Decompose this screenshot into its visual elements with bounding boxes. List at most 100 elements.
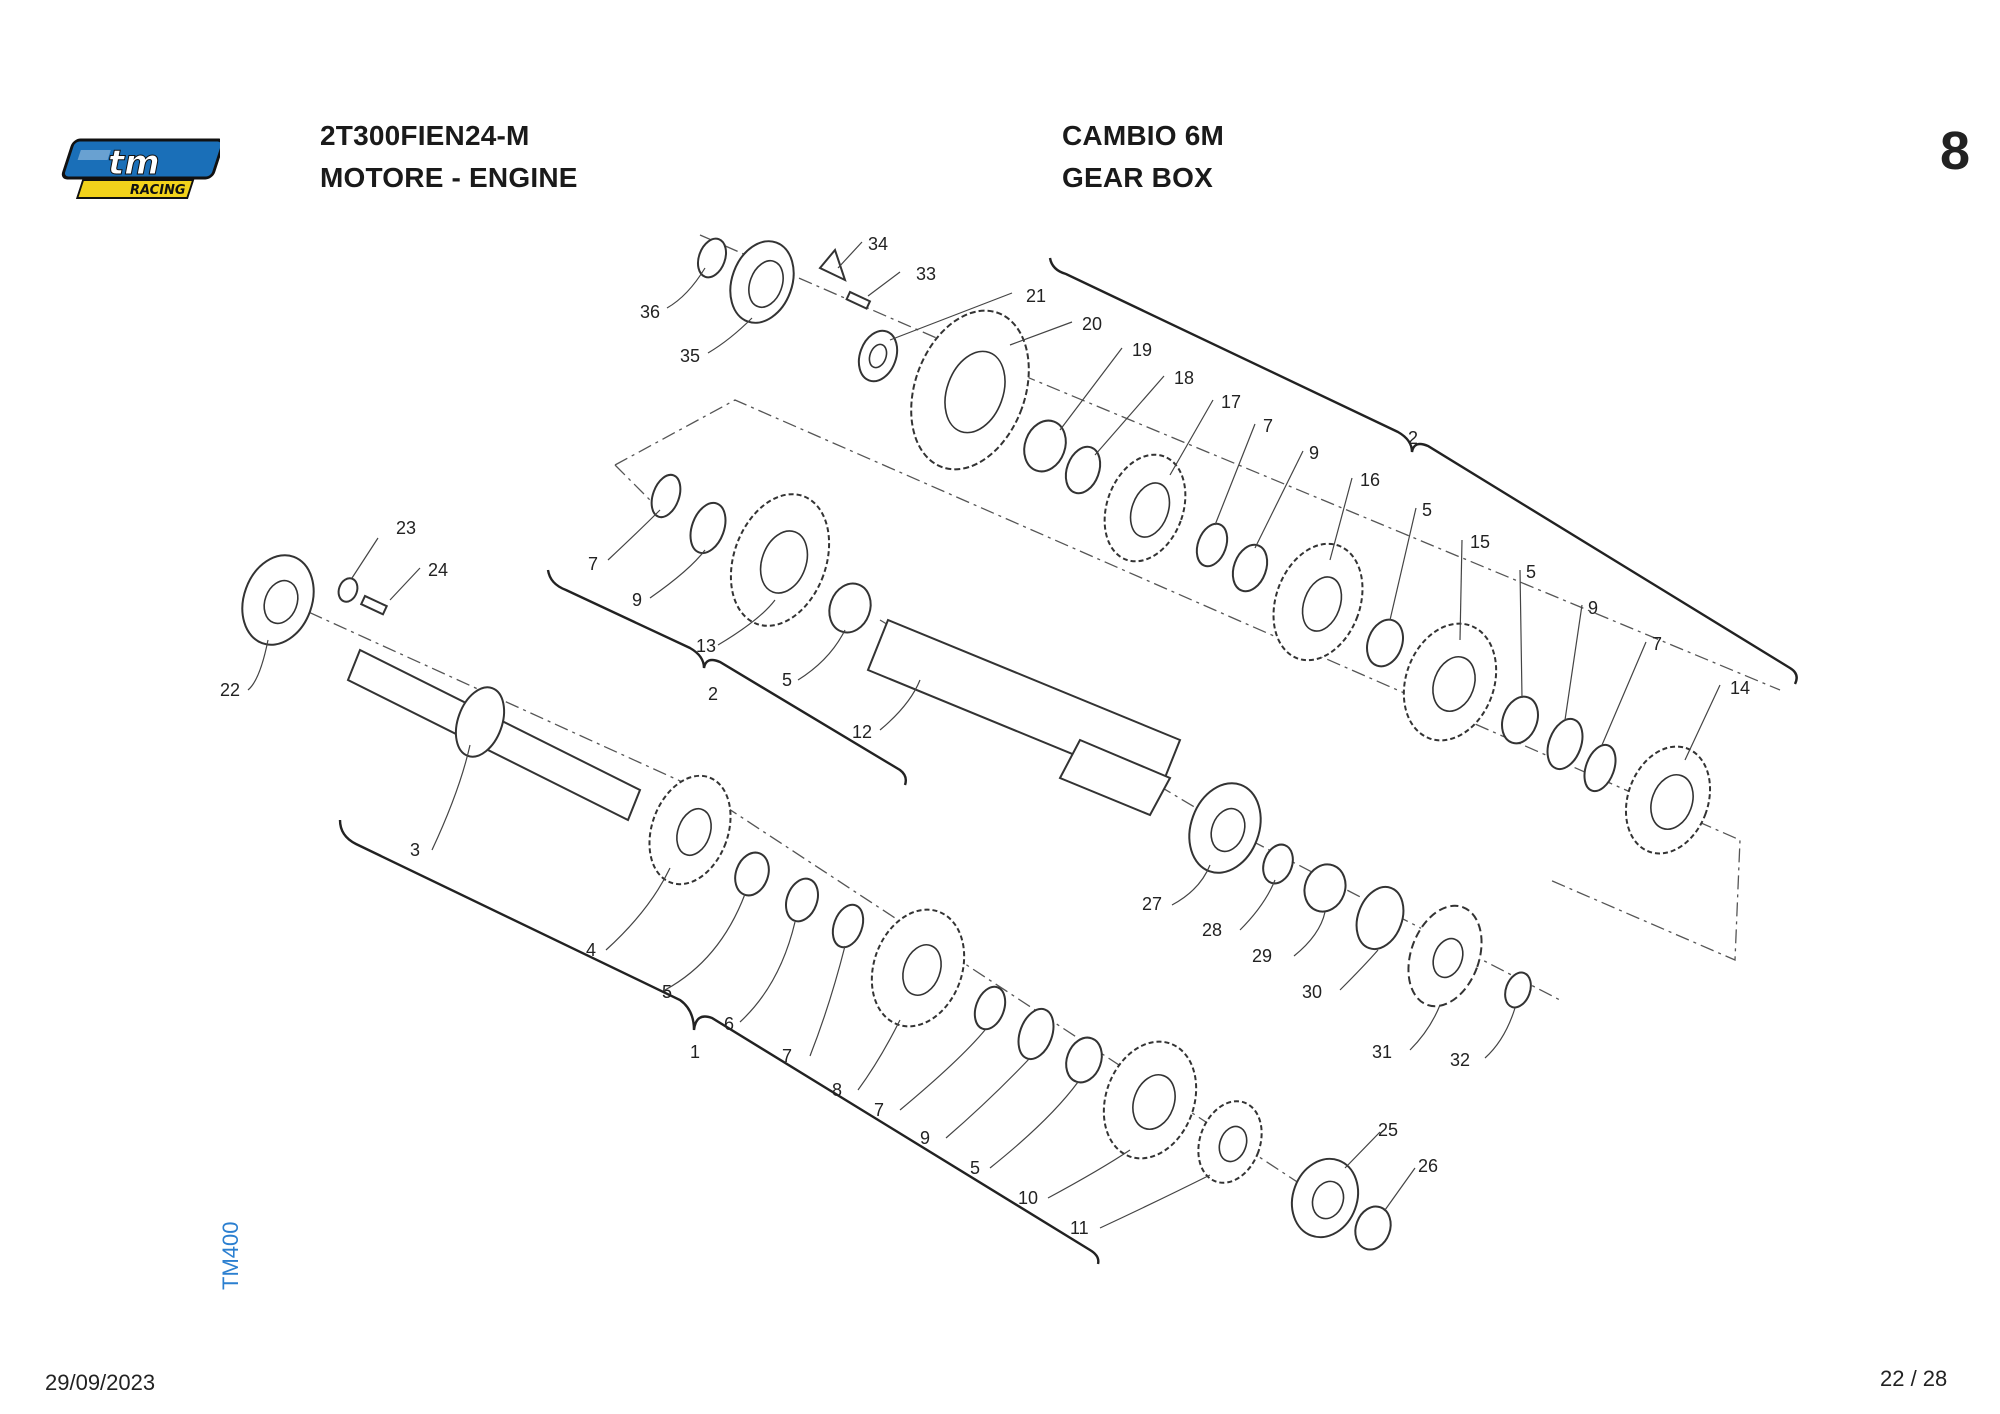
ring-9-main [1017,1007,1055,1061]
circlip-7-main-a [831,903,865,949]
callout-5-a: 5 [1422,500,1432,520]
gear-15 [1402,622,1498,742]
washer-23 [337,577,359,603]
callout-16: 16 [1360,470,1380,490]
callout-8: 8 [832,1080,842,1100]
callout-19: 19 [1132,340,1152,360]
assembly-boundary-tick [614,464,651,501]
callout-3: 3 [410,840,420,860]
brace-group-1 [338,819,1100,1265]
gear-4 [648,774,732,886]
screw-24 [359,594,389,616]
callout-12: 12 [852,722,872,742]
callout-5-c: 5 [782,670,792,690]
section-title-en: GEAR BOX [1062,162,1213,193]
callout-32: 32 [1450,1050,1470,1070]
table-number: 8 [1940,121,1971,181]
callout-7-b: 7 [1652,634,1662,654]
callout-9-c: 9 [632,590,642,610]
footer-page-count: 22 / 28 [1880,1366,1948,1391]
callout-17: 17 [1221,392,1241,412]
callout-1: 1 [690,1042,700,1062]
circlip-36 [696,237,728,279]
callout-23: 23 [396,518,416,538]
gear-8 [870,908,966,1028]
ring-9-upper [1231,543,1269,593]
gear-11 [1197,1100,1263,1184]
callout-9-a: 9 [1309,443,1319,463]
screw-33 [845,290,872,310]
callout-2-lower: 2 [708,684,718,704]
callout-21: 21 [1026,286,1046,306]
callout-20: 20 [1082,314,1102,334]
callout-22: 22 [220,680,240,700]
needle-cage-5-e [1065,1036,1103,1084]
seal-30 [1355,886,1405,950]
circlip-32 [1504,971,1532,1009]
callout-30: 30 [1302,982,1322,1002]
bearing-35 [729,240,795,324]
ring-9-left [689,501,727,555]
washer-21 [857,329,899,383]
callout-25: 25 [1378,1120,1398,1140]
gear-17 [1103,453,1187,563]
callout-27: 27 [1142,894,1162,914]
brace-group-2-lower [546,569,908,786]
callout-15: 15 [1470,532,1490,552]
bearing-27 [1188,782,1262,874]
callout-2-upper: 2 [1408,428,1418,448]
callout-14: 14 [1730,678,1750,698]
circlip-7-right [1583,743,1617,793]
callout-26: 26 [1418,1156,1438,1176]
footer-date: 29/09/2023 [45,1370,156,1395]
logo-subtext: RACING [130,183,186,198]
callout-10: 10 [1018,1188,1038,1208]
logo-graphic: tm RACING [61,138,225,199]
gear-20 [910,309,1030,471]
callout-5-d: 5 [662,982,672,1002]
ring-9-right [1546,717,1584,771]
callout-29: 29 [1252,946,1272,966]
model-code: 2T300FIEN24-M [320,120,530,151]
group-title: MOTORE - ENGINE [320,162,578,193]
callout-13: 13 [696,636,716,656]
leader-lines [247,241,1721,1229]
callout-6: 6 [724,1014,734,1034]
callout-18: 18 [1174,368,1194,388]
gear-13 [729,493,831,627]
callout-34: 34 [868,234,888,254]
callout-7-d: 7 [782,1046,792,1066]
callout-31: 31 [1372,1042,1392,1062]
callout-35: 35 [680,346,700,366]
ring-18 [1064,445,1102,495]
callout-9-d: 9 [920,1128,930,1148]
section-title-it: CAMBIO 6M [1062,120,1225,151]
tm-racing-logo: tm RACING [50,128,225,206]
gear-14 [1624,745,1712,855]
callout-36: 36 [640,302,660,322]
needle-cage-5-c [828,582,872,634]
parts [241,237,1712,1251]
ring-6 [785,877,819,923]
needle-cage-5-b [1501,695,1539,745]
gear-16 [1272,542,1364,662]
callout-7-a: 7 [1263,416,1273,436]
needle-cage-19 [1023,419,1067,473]
callout-numbers: 36 35 34 33 21 20 19 18 17 7 9 16 5 15 5… [220,234,1750,1238]
callout-5-e: 5 [970,1158,980,1178]
callout-5-b: 5 [1526,562,1536,582]
callout-9-b: 9 [1588,598,1598,618]
side-model-label: TM400 [218,1221,243,1290]
callout-7-e: 7 [874,1100,884,1120]
needle-cage-5-d [734,851,770,897]
callout-4: 4 [586,940,596,960]
circlip-7-main-b [973,985,1007,1031]
callout-33: 33 [916,264,936,284]
sprocket-31 [1407,904,1483,1008]
ring-26 [1354,1205,1392,1251]
circlip-28 [1262,843,1294,885]
bearing-22 [241,554,315,646]
gear-10 [1102,1040,1198,1160]
brace-group-2-upper [1048,257,1798,685]
